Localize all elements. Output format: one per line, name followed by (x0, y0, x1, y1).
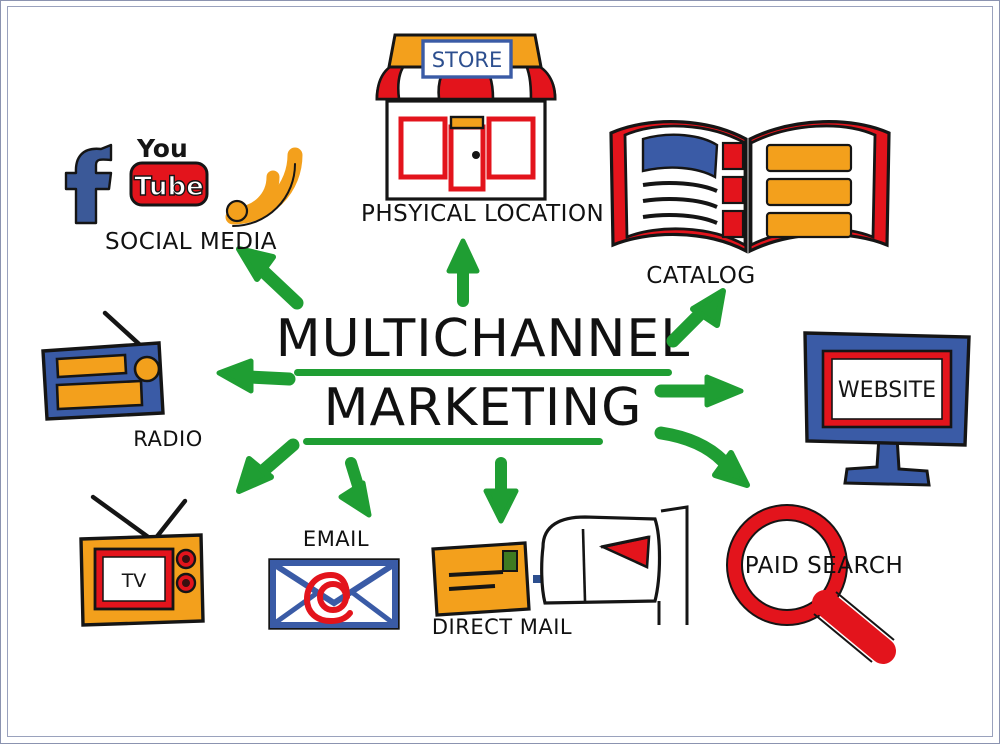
label-email: EMAIL (302, 527, 370, 551)
title-underline-1 (294, 369, 672, 377)
storefront-icon: STORE (375, 33, 557, 201)
youtube-icon: You Tube (129, 134, 209, 207)
mailbox-icon (431, 505, 689, 625)
magnifying-glass-icon (726, 504, 896, 664)
channel-catalog[interactable]: CATALOG (601, 111, 901, 301)
tv-screen-text: TV (121, 570, 147, 592)
channel-physical-location[interactable]: STORE PHSYICAL LOCATION (361, 23, 604, 233)
envelope-at-icon (268, 558, 400, 630)
channel-social-media[interactable]: You Tube SOCIAL MEDIA (61, 131, 311, 261)
label-direct-mail: DIRECT MAIL (431, 615, 573, 639)
television-icon: TV (79, 494, 205, 627)
label-catalog: CATALOG (646, 263, 756, 289)
channel-email[interactable]: EMAIL (259, 527, 419, 637)
title-line-1: MULTICHANNEL (275, 309, 691, 369)
rss-icon (225, 147, 303, 227)
title-underline-2 (303, 438, 603, 446)
label-social-media: SOCIAL MEDIA (104, 229, 277, 255)
social-media-icons: You Tube (64, 134, 303, 227)
open-book-icon (609, 120, 891, 254)
channel-website[interactable]: WEBSITE (787, 319, 987, 489)
channel-radio[interactable]: RADIO (35, 307, 225, 457)
facebook-icon (64, 143, 113, 225)
label-radio: RADIO (133, 427, 203, 451)
monitor-icon: WEBSITE (803, 331, 971, 487)
svg-text:You: You (136, 134, 188, 163)
channel-paid-search[interactable]: PAID SEARCH (717, 493, 937, 673)
title-line-2: MARKETING (323, 378, 643, 439)
website-screen-text: WEBSITE (838, 378, 936, 403)
center-title: MULTICHANNEL MARKETING (273, 309, 693, 451)
channel-tv[interactable]: TV (63, 477, 253, 637)
label-physical-location: PHSYICAL LOCATION (361, 201, 605, 227)
label-paid-search: PAID SEARCH (744, 553, 904, 579)
radio-icon (41, 310, 165, 421)
store-sign-text: STORE (432, 48, 503, 72)
svg-text:Tube: Tube (134, 172, 204, 202)
channel-direct-mail[interactable]: DIRECT MAIL (425, 497, 715, 647)
